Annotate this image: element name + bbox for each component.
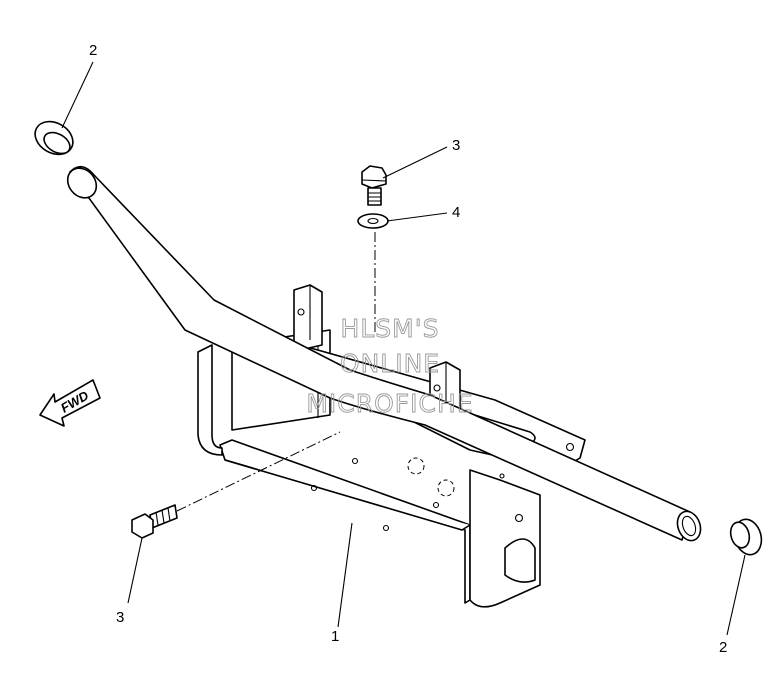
watermark-line-1: HLSM'S [341, 314, 440, 343]
leader-4 [386, 212, 448, 222]
callout-3-bottom: 3 [116, 609, 124, 626]
end-cap-right [729, 518, 763, 556]
watermark-line-2: ONLINE [340, 349, 440, 378]
bolt-bottom [131, 504, 178, 539]
leader-3-bottom [127, 537, 143, 604]
bolt-top [361, 165, 387, 206]
forward-arrow-icon: FWD [39, 379, 101, 427]
end-cap-left [34, 120, 74, 156]
leader-1 [337, 522, 353, 628]
leader-2-right [726, 554, 746, 636]
watermark: HLSM'S ONLINE MICROFICHE [306, 314, 473, 419]
leader-2-top [61, 61, 94, 129]
callout-4: 4 [452, 204, 460, 221]
bolt-axis-line-bottom [176, 431, 341, 512]
leader-3-top [382, 146, 448, 179]
handle-tube [66, 165, 702, 542]
callout-2-right: 2 [719, 639, 727, 656]
washer [357, 213, 389, 229]
callout-2-top: 2 [89, 42, 97, 59]
watermark-line-3: MICROFICHE [306, 389, 473, 418]
callout-3-top: 3 [452, 137, 460, 154]
callout-1: 1 [331, 628, 339, 645]
